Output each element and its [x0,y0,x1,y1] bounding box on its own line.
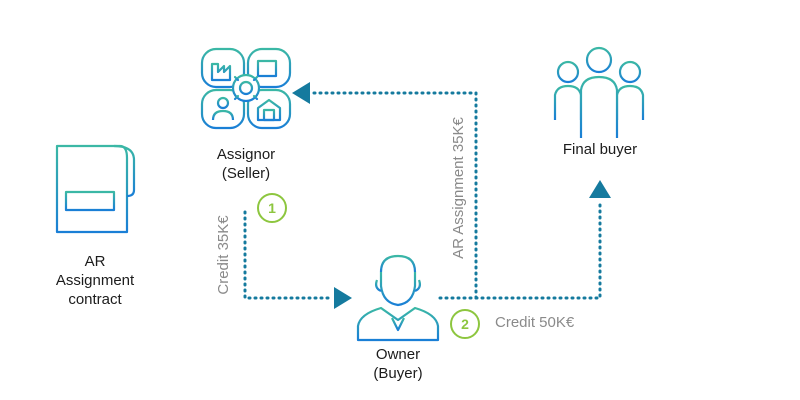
assignor-label-line: (Seller) [221,165,271,182]
businessman-icon [356,254,440,342]
contract-label: AR Assignment contract [30,252,160,309]
ar-assignment-label: AR Assignment 35K€ [450,117,467,259]
owner-label: Owner (Buyer) [338,345,458,383]
ar-assignment-connector [310,91,478,300]
step-badge: 2 [450,309,480,339]
arrowhead-to-assignor [292,82,310,104]
factory-gear-cluster-icon [200,47,292,130]
contract-document-icon [55,144,136,234]
arrowhead-to-owner [334,287,352,309]
step-badge: 1 [257,193,287,223]
owner-label-line: (Buyer) [373,365,423,382]
final-buyer-label-line: Final buyer [562,141,638,158]
arrowhead-to-final-buyer [589,180,611,198]
credit-35-label: Credit 35K€ [215,215,232,295]
owner-label-line: Owner [375,346,421,363]
credit-50-connector [474,198,602,300]
credit-50-label: Credit 50K€ [495,314,575,331]
final-buyer-label: Final buyer [538,140,662,159]
contract-label-line: Assignment [55,272,135,289]
contract-label-line: AR [84,253,106,270]
group-of-people-icon [553,46,645,140]
contract-label-line: contract [68,291,122,308]
assignor-label: Assignor (Seller) [186,145,306,183]
assignor-label-line: Assignor [216,146,276,163]
credit-35-connector [243,210,332,300]
